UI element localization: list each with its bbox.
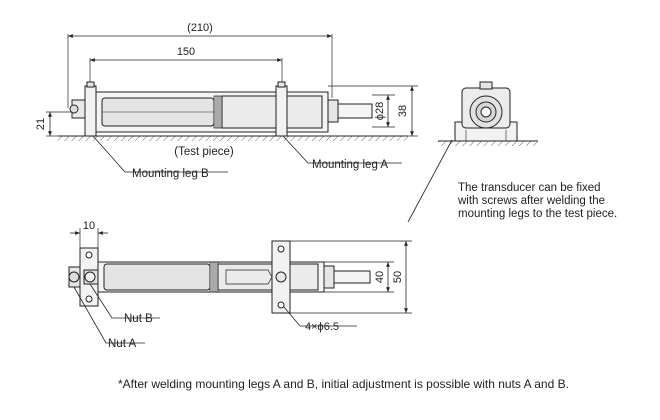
side-view xyxy=(46,34,418,173)
label-test-piece: (Test piece) xyxy=(174,146,234,158)
mounting-leg-b-shape xyxy=(84,85,97,137)
test-piece-hatch xyxy=(58,136,408,141)
mounting-leg-a-shape xyxy=(275,85,288,137)
label-mounting-leg-b: Mounting leg B xyxy=(132,168,209,180)
dim-height-38: 38 xyxy=(397,105,409,117)
dim-height-21: 21 xyxy=(35,118,47,130)
dim-overall-length: (210) xyxy=(187,22,213,34)
dim-height-40: 40 xyxy=(374,271,386,283)
dim-height-50: 50 xyxy=(392,271,404,283)
dim-holes: 4×ϕ6.5 xyxy=(305,321,339,333)
dim-leg-pitch: 150 xyxy=(177,46,195,58)
fixing-note-line-2: with screws after welding the xyxy=(458,195,606,207)
fixing-note-line-3: mounting legs to the test piece. xyxy=(458,208,618,220)
dim-diameter-28: ϕ28 xyxy=(374,102,386,120)
footnote: *After welding mounting legs A and B, in… xyxy=(118,377,569,391)
end-view xyxy=(407,81,538,223)
fixing-note: The transducer can be fixed with screws … xyxy=(458,182,617,221)
plan-view xyxy=(68,228,412,344)
fixing-note-line-1: The transducer can be fixed xyxy=(458,182,601,194)
rod xyxy=(337,103,373,119)
label-nut-a: Nut A xyxy=(108,338,136,350)
label-nut-b: Nut B xyxy=(124,313,153,325)
dim-leg-width-10: 10 xyxy=(83,220,95,232)
label-mounting-leg-a: Mounting leg A xyxy=(312,159,388,171)
